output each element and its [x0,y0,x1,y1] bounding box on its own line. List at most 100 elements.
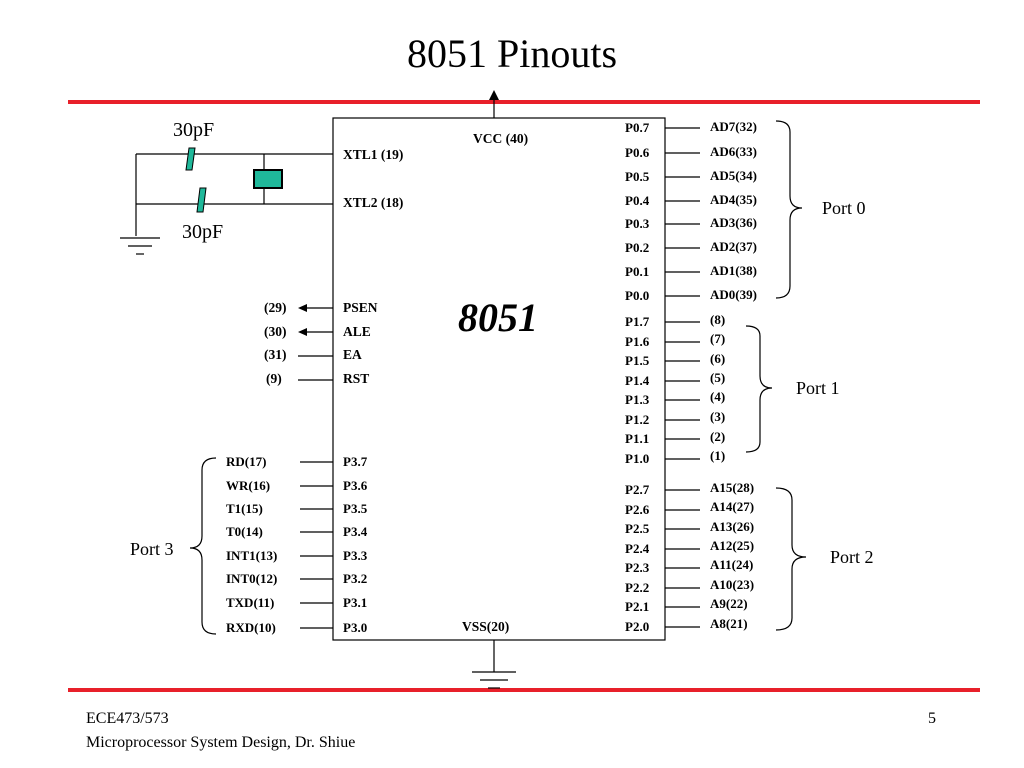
port1-pin-name: P1.1 [625,431,649,446]
chip-label: 8051 [458,295,538,340]
port2-pin-name: P2.5 [625,521,650,536]
port1-pin-func: (8) [710,312,725,327]
port3-pin-func: T1(15) [226,501,263,516]
xtl2-label: XTL2 (18) [343,195,403,210]
port1-pin-func: (5) [710,370,725,385]
port1-pin: P1.1 (2) [625,429,725,446]
port2-pin-func: A12(25) [710,538,754,553]
port0-pin-name: P0.0 [625,288,649,303]
psen-pin: (29) PSEN [264,300,378,315]
port0-pin-name: P0.1 [625,264,649,279]
port1-brace [745,325,773,453]
port3-pin-func: WR(16) [226,478,270,493]
port3-pin-name: P3.6 [343,478,368,493]
psen-arrow-icon [298,304,307,312]
port2-pin-name: P2.4 [625,541,650,556]
port0-pin-func: AD1(38) [710,263,757,278]
port2-pin-name: P2.2 [625,580,649,595]
slide-title: 8051 Pinouts [406,31,618,76]
port1-pin-name: P1.4 [625,373,650,388]
vcc-label: VCC (40) [473,131,528,146]
port2-pin-name: P2.7 [625,482,650,497]
port3-pin-name: P3.0 [343,620,367,635]
port3-pin-func: RD(17) [226,454,266,469]
ale-name: ALE [343,324,371,339]
port1-pin: P1.5(6) [625,351,725,368]
port3-pin-name: P3.3 [343,548,368,563]
ale-pin: (30) ALE [264,324,371,339]
port3-pin: INT1(13)P3.3 [226,548,368,563]
port1-pins: P1.7(8) P1.6(7) P1.5(6) P1.4(5) P1.3(4) … [625,312,725,466]
port1-pin-name: P1.2 [625,412,649,427]
port3-pin-func: INT0(12) [226,571,277,586]
port0-pin-name: P0.7 [625,120,650,135]
port0-pin-name: P0.4 [625,193,650,208]
port2-brace [775,487,807,631]
page-number: 5 [928,710,936,727]
port1-pin: P1.2(3) [625,409,725,427]
port2-pin: P2.0 A8(21) [625,616,748,634]
port3-pin-name: P3.2 [343,571,367,586]
port0-pin-name: P0.2 [625,240,649,255]
port1-pin-func: (2) [710,429,725,444]
port0-pin-func: AD2(37) [710,239,757,254]
port2-pin-name: P2.0 [625,619,649,634]
xtal-circuit [135,153,333,236]
port2-pin-name: P2.3 [625,560,650,575]
port3-pin-name: P3.7 [343,454,368,469]
port3-brace [189,457,217,635]
port3-pin: TXD(11)P3.1 [226,595,367,610]
capacitor-top-icon [185,147,196,171]
port2-pin: P2.4 A12(25) [625,538,754,556]
port0-brace [775,120,803,299]
port0-pin-func: AD0(39) [710,287,757,302]
port2-pin-name: P2.1 [625,599,649,614]
port2-pin: P2.5 A13(26) [625,519,754,536]
port2-pin-func: A13(26) [710,519,754,534]
vss-label: VSS(20) [462,619,509,634]
port0-pin-name: P0.5 [625,169,650,184]
footer-subtitle: Microprocessor System Design, Dr. Shiue [86,734,356,751]
port0-pin-name: P0.6 [625,145,650,160]
ale-number: (30) [264,324,287,339]
vss-ground-icon [472,671,516,689]
cap-top-label: 30pF [173,119,214,141]
port2-pin-func: A15(28) [710,480,754,495]
port0-pin: P0.5 AD5(34) [625,168,757,184]
port1-pin-name: P1.7 [625,314,650,329]
port3-pin: RD(17) P3.7 [226,454,368,469]
ale-arrow-icon [298,328,307,336]
port0-pin: P0.0 AD0(39) [625,287,757,303]
port3-pin: T1(15)P3.5 [226,501,368,516]
port3-pin: T0(14) P3.4 [226,524,368,539]
port1-pin-name: P1.5 [625,353,650,368]
xtl1-label: XTL1 (19) [343,147,403,162]
port3-pin-func: T0(14) [226,524,263,539]
port0-pin-func: AD6(33) [710,144,757,159]
port0-pin: P0.1 AD1(38) [625,263,757,279]
port0-pin-func: AD4(35) [710,192,757,207]
port0-pin: P0.4 AD4(35) [625,192,757,208]
rst-pin: (9) RST [266,371,369,386]
vcc-arrow-icon [489,90,499,100]
port0-pin-func: AD5(34) [710,168,757,183]
port3-pin: RXD(10)P3.0 [226,620,367,635]
port3-pin-name: P3.1 [343,595,367,610]
port3-pin-name: P3.4 [343,524,368,539]
port0-pin: P0.6 AD6(33) [625,144,757,160]
port1-pin-name: P1.3 [625,392,650,407]
port2-pin-func: A10(23) [710,577,754,592]
port0-pin-func: AD7(32) [710,119,757,134]
port1-pin: P1.3(4) [625,389,725,407]
rst-number: (9) [266,371,282,386]
port2-pin: P2.7 A15(28) [625,480,754,497]
port2-pin-func: A14(27) [710,499,754,514]
port2-pin-func: A8(21) [710,616,748,631]
ground-icon [120,237,160,255]
